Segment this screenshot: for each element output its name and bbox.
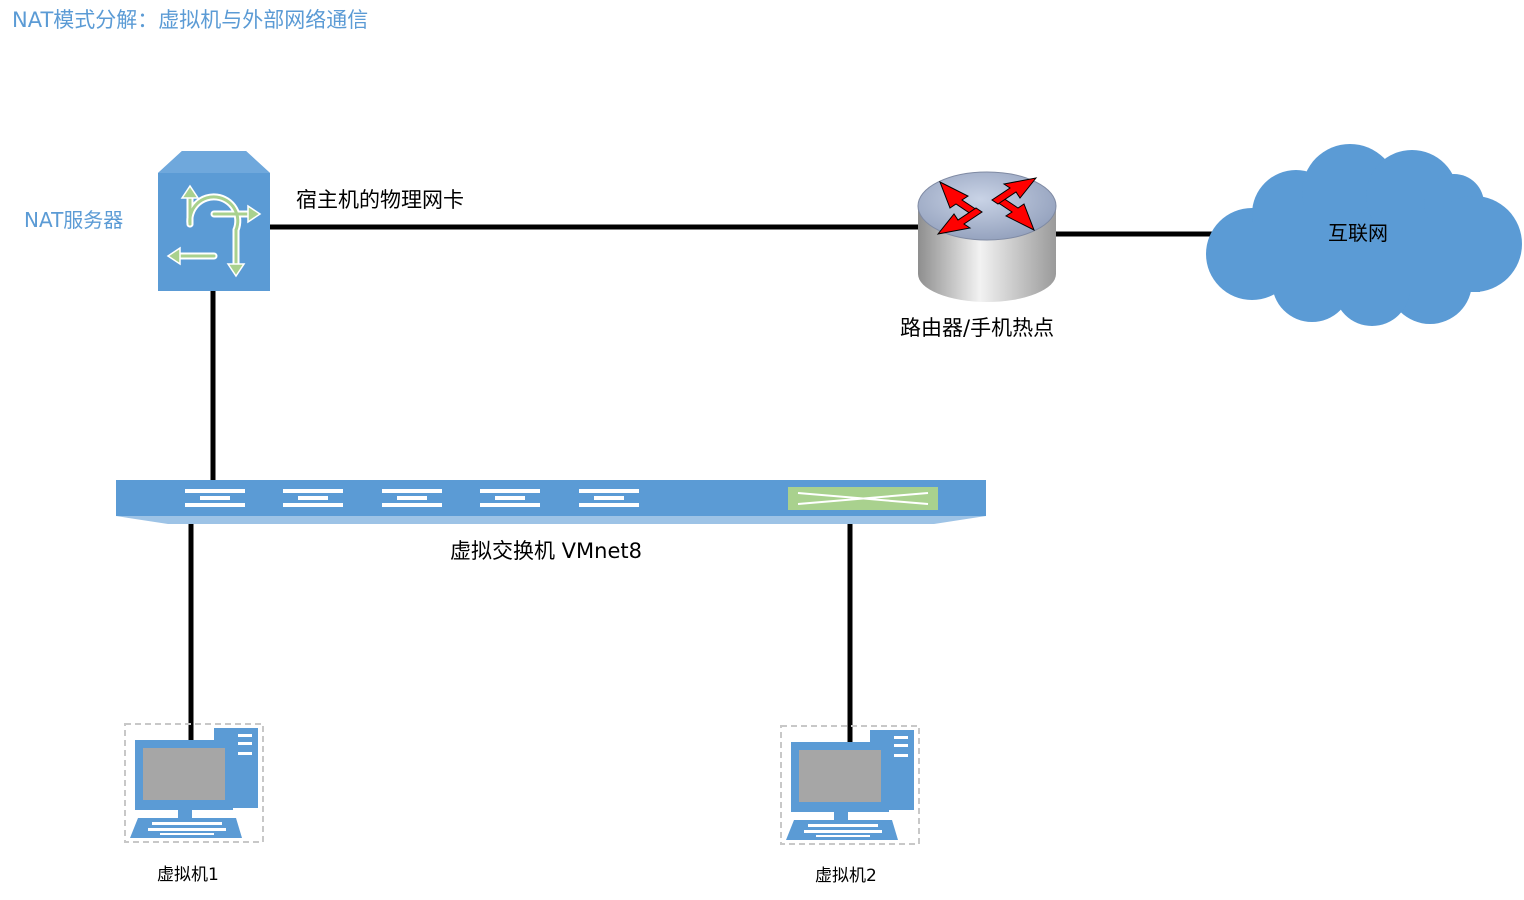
cloud-icon <box>1206 144 1522 326</box>
nat-server-label: NAT服务器 <box>24 208 124 232</box>
host-nic-label: 宿主机的物理网卡 <box>296 188 464 212</box>
vm2-computer-icon <box>780 725 920 845</box>
router-icon <box>917 171 1057 302</box>
switch-icon <box>116 480 986 524</box>
virtual-switch-label: 虚拟交换机 VMnet8 <box>450 539 642 563</box>
diagram-title: NAT模式分解：虚拟机与外部网络通信 <box>12 8 369 32</box>
vm1-computer-icon <box>124 723 264 843</box>
vm2-label: 虚拟机2 <box>815 866 877 886</box>
router-label: 路由器/手机热点 <box>900 316 1055 340</box>
nat-server-icon <box>158 151 270 291</box>
vm1-label: 虚拟机1 <box>157 865 219 885</box>
connection-lines <box>188 224 1214 742</box>
internet-label: 互联网 <box>1328 221 1388 245</box>
